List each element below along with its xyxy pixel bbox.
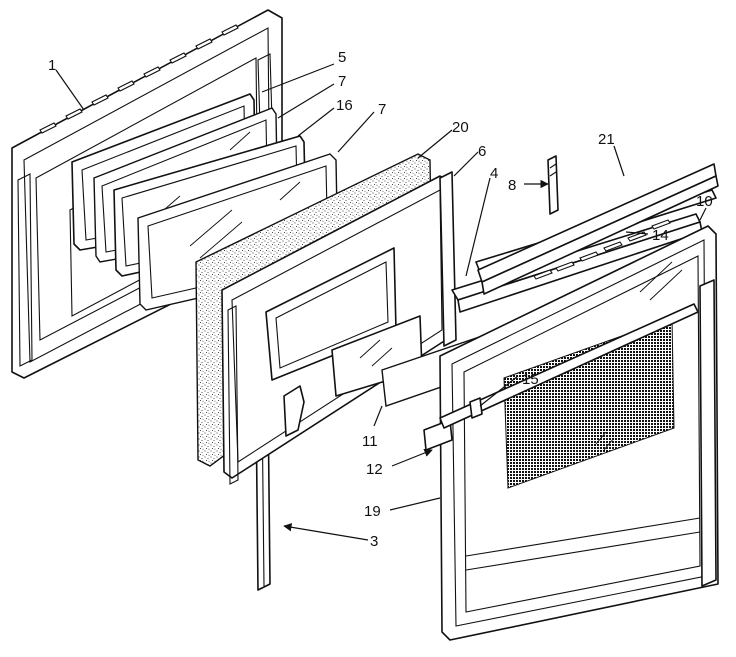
- inner-door-panel: [221, 175, 453, 485]
- leader-lines: [55, 63, 707, 541]
- callout-7a: 7: [338, 73, 346, 90]
- side-rail: [439, 171, 457, 347]
- callout-4: 4: [490, 165, 498, 182]
- callout-15: 15: [522, 371, 539, 388]
- callout-6: 6: [478, 143, 486, 160]
- callout-7b: 7: [378, 101, 386, 118]
- callout-19: 19: [364, 503, 381, 520]
- callout-10: 10: [696, 193, 713, 210]
- vent-channel: [477, 163, 719, 295]
- door-clip: [547, 155, 559, 215]
- callout-labels: 1 5 7 16 7 20 6 4 8 21 10 14 15 11 12 19…: [48, 49, 713, 550]
- callout-5: 5: [338, 49, 346, 66]
- callout-21: 21: [598, 131, 615, 148]
- callout-8: 8: [508, 177, 516, 194]
- callout-20: 20: [452, 119, 469, 136]
- callout-1: 1: [48, 57, 56, 74]
- callout-16: 16: [336, 97, 353, 114]
- callout-12: 12: [366, 461, 383, 478]
- callout-14: 14: [652, 227, 669, 244]
- callout-11: 11: [362, 433, 378, 450]
- callout-3: 3: [370, 533, 378, 550]
- hinge-bracket: [423, 303, 699, 451]
